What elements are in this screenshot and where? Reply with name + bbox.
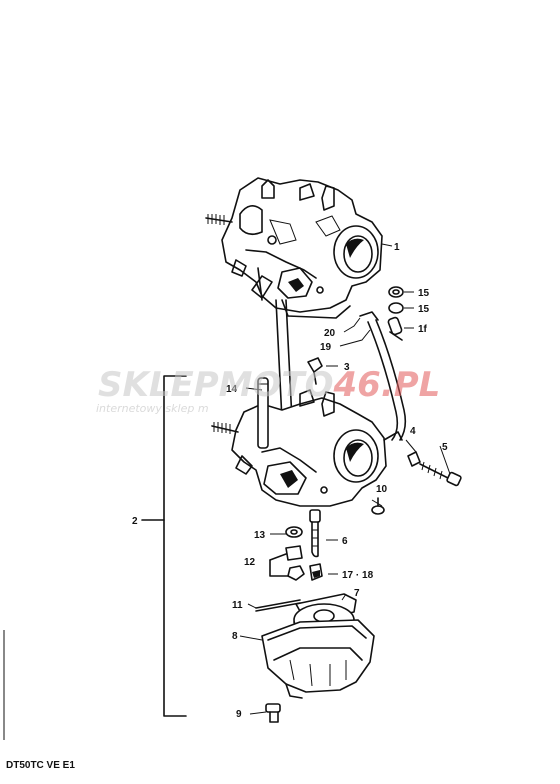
- model-code: DT50TC VE E1: [6, 760, 75, 771]
- callout-20: 20: [324, 328, 336, 339]
- part-13-jet: [285, 526, 303, 538]
- callout-5: 5: [442, 442, 448, 453]
- part-12-jet-set: [269, 545, 305, 581]
- callout-10: 10: [376, 484, 388, 495]
- leader-lines: [239, 243, 451, 715]
- part-3-bolt: [307, 357, 323, 385]
- part-10-screw: [371, 497, 385, 515]
- watermark-brand-left: SKLEP: [98, 365, 219, 405]
- part-11-float-pin: [255, 599, 301, 612]
- callout-4: 4: [410, 426, 416, 437]
- callout-labels: 1 15 15 1f 20 19 3 14 4 5 2 10 13 6 12 1…: [132, 242, 448, 720]
- callout-6: 6: [342, 536, 348, 547]
- callout-11: 11: [232, 600, 243, 611]
- callout-12: 12: [244, 557, 256, 568]
- watermark-brand-right: 46.PL: [333, 365, 441, 405]
- part-14-rod: [257, 377, 269, 449]
- part-6-nozzle: [309, 509, 321, 558]
- watermark: SKLEPMOTO46.PL internetowy sklep m: [96, 365, 440, 415]
- assembly-bracket-2: [141, 375, 187, 717]
- callout-1: 1: [394, 242, 400, 253]
- callout-15a: 15: [418, 288, 430, 299]
- callout-19: 19: [320, 342, 332, 353]
- callout-2: 2: [132, 516, 138, 527]
- callout-9: 9: [236, 709, 242, 720]
- parts-15-16-nuts: [387, 286, 404, 341]
- svg-text:SKLEPMOTO46.PL: SKLEPMOTO46.PL: [98, 365, 440, 405]
- callout-7: 7: [354, 588, 360, 599]
- callout-13: 13: [254, 530, 266, 541]
- watermark-tagline: internetowy sklep m: [96, 402, 209, 415]
- part-9-drain-screw: [265, 703, 281, 723]
- callout-8: 8: [232, 631, 238, 642]
- part-4-5-adjust-screw: [383, 431, 462, 487]
- watermark-brand-mid: MOTO: [219, 365, 334, 405]
- throttle-link-rods: [257, 267, 293, 421]
- carburetor-assembly-upper: [205, 177, 383, 319]
- callout-3: 3: [344, 362, 350, 373]
- callout-14: 14: [226, 384, 238, 395]
- callout-16: 1f: [418, 324, 428, 335]
- callout-15b: 15: [418, 304, 430, 315]
- part-17-18-plug: [309, 563, 323, 581]
- carburetor-assembly-lower: [211, 389, 387, 507]
- part-8-float-bowl: [261, 619, 375, 699]
- callout-17-18: 17 · 18: [342, 570, 374, 581]
